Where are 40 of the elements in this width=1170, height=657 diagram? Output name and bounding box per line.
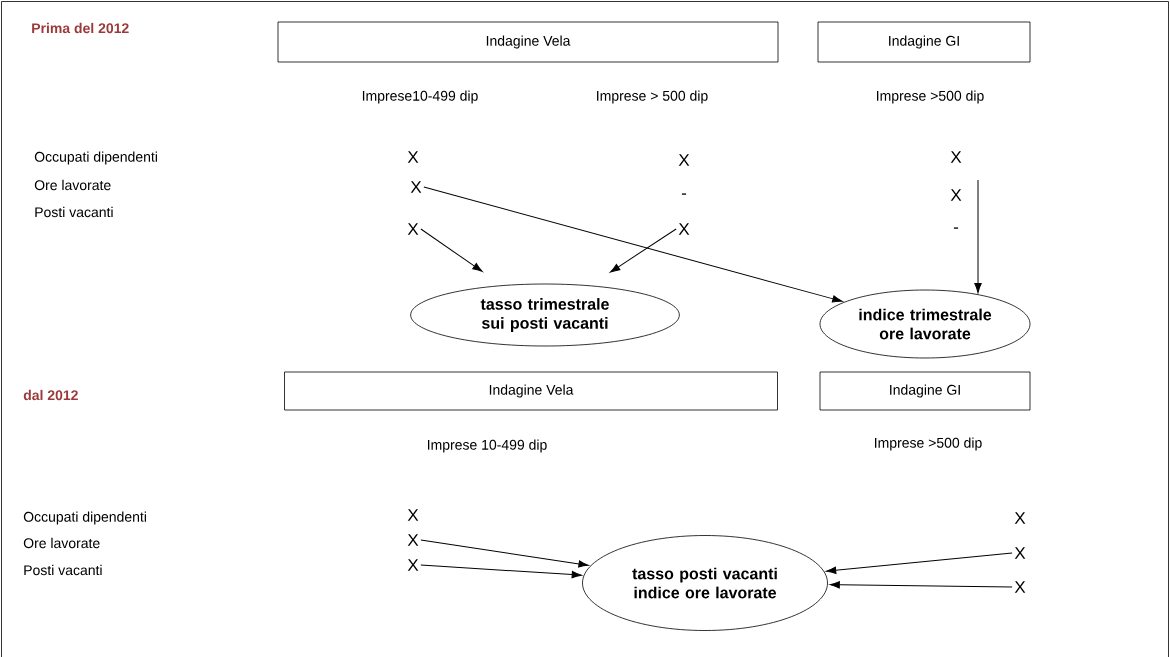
survey-box: Indagine Vela [277,21,779,63]
cross-mark: X [678,154,690,166]
column-label: Imprese >500 dip [877,90,984,104]
survey-box: Indagine GI [817,21,1031,63]
cross-mark: X [407,559,419,571]
section-heading: Prima del 2012 [32,22,129,34]
cross-mark: - [681,193,687,195]
cross-mark: X [1014,512,1026,524]
survey-box: Indagine Vela [284,371,778,411]
cross-mark: X [1014,547,1026,559]
column-label: Imprese >500 dip [875,437,982,451]
survey-box: Indagine GI [819,371,1031,411]
cross-mark: X [407,151,419,163]
arrow [609,228,677,273]
cross-mark: X [950,189,962,201]
column-label: Imprese10-499 dip [362,90,478,104]
row-label: Occupati dipendenti [34,151,157,165]
arrow [420,539,589,568]
cross-mark: X [407,534,419,546]
column-label: Imprese > 500 dip [597,90,708,104]
cross-mark: X [410,181,422,193]
cross-mark: X [407,223,419,235]
column-label: Imprese 10-499 dip [428,439,547,453]
row-label: Ore lavorate [34,179,111,191]
cross-mark: X [950,151,962,163]
arrow [420,564,582,579]
arrow [420,228,483,272]
arrow [974,179,982,294]
cross-mark: - [953,227,959,229]
arrow [423,186,843,303]
section-heading: dal 2012 [23,389,78,401]
arrow [829,581,1013,589]
row-label: Posti vacanti [24,564,102,576]
row-label: Ore lavorate [23,537,100,549]
cross-mark: X [407,509,419,521]
cross-mark: X [678,223,690,235]
row-label: Occupati dipendenti [23,511,146,525]
arrow [826,552,1013,574]
cross-mark: X [1014,581,1026,593]
row-label: Posti vacanti [35,206,113,218]
